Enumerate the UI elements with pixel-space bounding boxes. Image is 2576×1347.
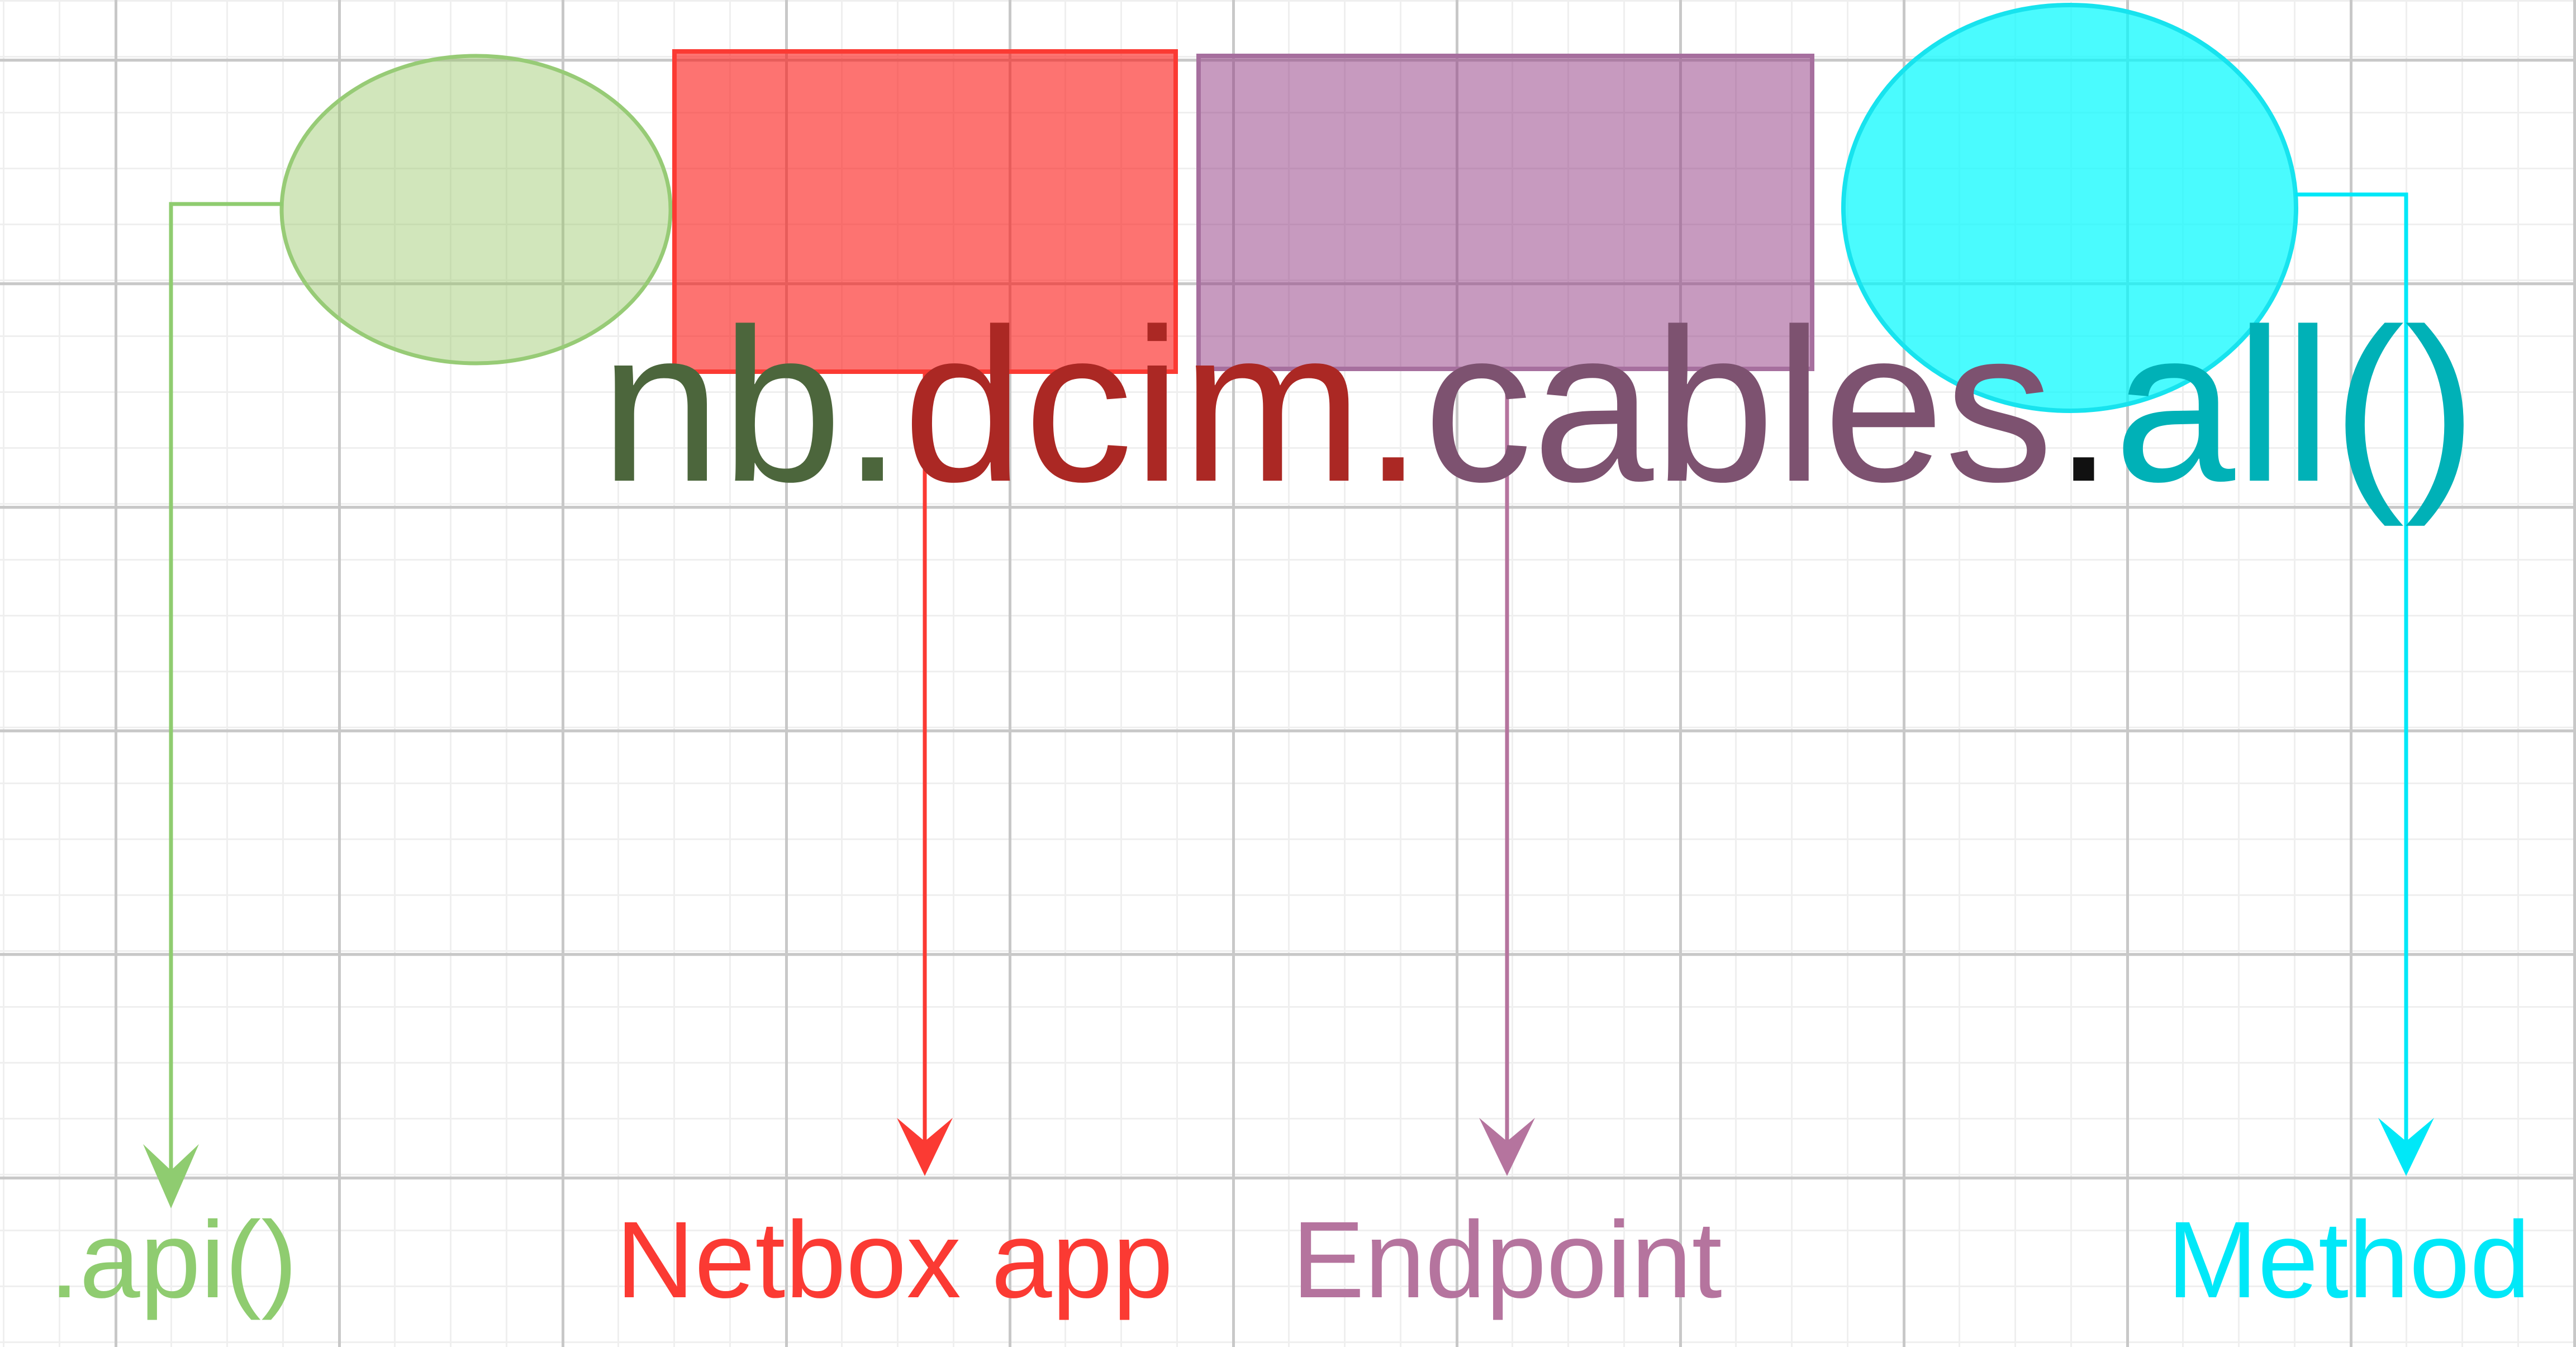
- api-arrowhead-icon: [143, 1144, 199, 1208]
- expression-segment-dot: .: [2053, 283, 2114, 527]
- api-connector[interactable]: [143, 202, 283, 1208]
- expression-segment-all: all(): [2114, 283, 2477, 527]
- netbox-app-connector[interactable]: [897, 372, 953, 1176]
- expression-text[interactable]: nb.dcim.cables.all(): [358, 78, 2477, 732]
- method-highlight-ellipse[interactable]: [1841, 3, 2298, 413]
- expression-segment-dcim: dcim.: [902, 283, 1424, 527]
- method-connector[interactable]: [2295, 192, 2434, 1176]
- method-arrowhead-icon: [2378, 1118, 2434, 1176]
- api-highlight-ellipse[interactable]: [279, 54, 673, 366]
- expression-segment-cables: cables: [1423, 283, 2054, 527]
- api-connector-line: [169, 202, 283, 1174]
- endpoint-highlight-rect[interactable]: [1196, 54, 1814, 371]
- method-label[interactable]: Method: [2167, 1199, 2531, 1321]
- endpoint-connector[interactable]: [1479, 369, 1535, 1176]
- endpoint-label[interactable]: Endpoint: [1292, 1199, 1722, 1321]
- method-connector-line: [2295, 192, 2408, 1144]
- netbox-app-arrowhead-icon: [897, 1118, 953, 1176]
- api-label[interactable]: .api(): [49, 1199, 298, 1321]
- netbox-app-label[interactable]: Netbox app: [616, 1199, 1173, 1321]
- expression-segment-nb: nb.: [600, 283, 903, 527]
- endpoint-arrowhead-icon: [1479, 1118, 1535, 1176]
- netbox-app-highlight-rect[interactable]: [672, 49, 1178, 374]
